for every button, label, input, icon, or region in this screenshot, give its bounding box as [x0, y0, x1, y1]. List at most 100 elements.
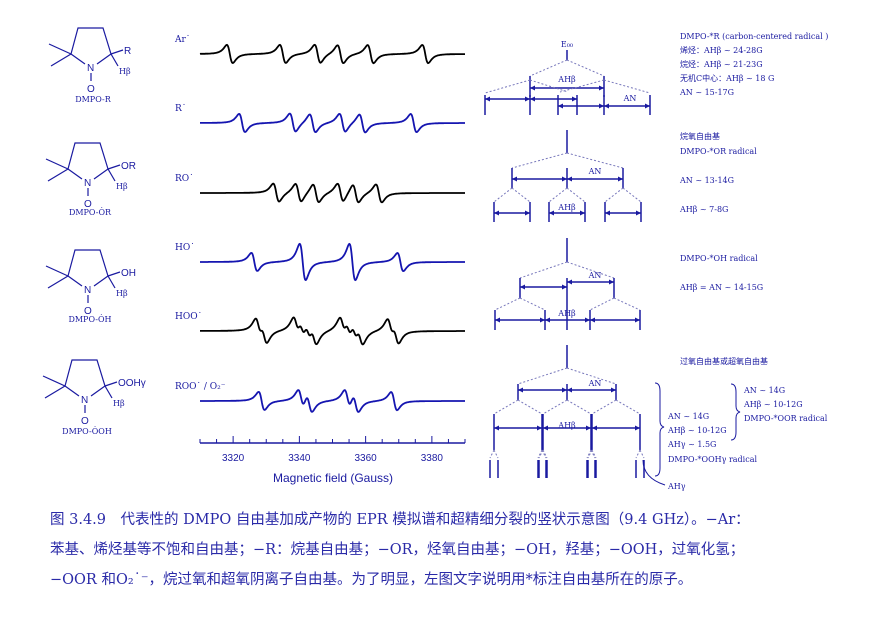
dashed-line [529, 59, 568, 77]
arrow-head [635, 317, 640, 323]
methyl-bond [50, 53, 72, 67]
arrow-head [530, 96, 535, 102]
arrow-head [567, 387, 572, 393]
arrow-head [518, 387, 523, 393]
dashed-line [519, 297, 546, 311]
dashed-line [538, 449, 544, 459]
brace [654, 382, 665, 477]
dashed-line [566, 261, 615, 279]
tree-label: AHβ [557, 421, 576, 430]
spectrum-label: R˙ [175, 104, 186, 114]
spectrum-label: ROO˙ / O₂⁻ [175, 382, 226, 392]
tree-label: AN [588, 271, 602, 280]
dashed-line [591, 399, 617, 415]
dashed-line [604, 187, 624, 203]
dashed-line [566, 187, 586, 203]
dashed-line [589, 297, 615, 311]
arrow-head [605, 210, 610, 216]
caption-line: −OOR 和O₂˙⁻，烷过氧和超氧阴离子自由基。为了明显，左图文字说明用*标注自… [50, 572, 693, 588]
arrow-head [545, 317, 550, 323]
tree-label: AN [623, 94, 637, 103]
arrow-head [636, 210, 641, 216]
arrow-head [599, 85, 604, 91]
structure-label: O [87, 84, 95, 95]
arrow-head [562, 387, 567, 393]
arrow-head [494, 210, 499, 216]
structure-label: OR [121, 161, 136, 172]
substituent-bond [107, 164, 121, 170]
arrow-head [599, 103, 604, 109]
arrow-head [537, 425, 542, 431]
dashed-line [613, 297, 641, 311]
h-bond [110, 53, 119, 67]
dashed-line [548, 187, 568, 203]
dashed-line [489, 449, 495, 459]
arrow-head [592, 425, 597, 431]
methyl-bond [47, 275, 69, 289]
arrow-head [549, 210, 554, 216]
tick-label: 3380 [421, 453, 444, 464]
svg-text:DMPO-*OOHγ radical: DMPO-*OOHγ radical [668, 455, 757, 464]
arrow-head [485, 96, 490, 102]
dashed-line [511, 152, 568, 169]
h-bond [104, 385, 113, 399]
dashed-line [603, 79, 651, 94]
dashed-line [639, 449, 645, 459]
arrow-head [585, 317, 590, 323]
svg-text:AHγ: AHγ [667, 482, 686, 491]
structure-label: O [84, 199, 92, 210]
arrow-head [525, 210, 530, 216]
spectrum-label: HOO˙ [175, 312, 202, 322]
pyrrolidine-ring [67, 142, 109, 180]
structure-label: O [81, 416, 89, 427]
arrow-head [572, 96, 577, 102]
svg-text:DMPO-*OH radical: DMPO-*OH radical [680, 254, 758, 263]
svg-text:AN ~ 14G: AN ~ 14G [667, 412, 709, 421]
structure-name: DMPO-R [75, 95, 112, 104]
x-axis-label: Magnetic field (Gauss) [273, 471, 393, 485]
dmpo-structures: NORHβDMPO-RNOORHβDMPO-ȮRNOOHHβDMPO-ȮHNOO… [42, 27, 146, 436]
annotation-r: DMPO-*R (carbon-centered radical ) 烯烃：AH… [679, 32, 828, 97]
arrow-head [512, 176, 517, 182]
caption-line: 苯基、烯烃基等不饱和自由基；−R：烷基自由基；−OR，烃氧自由基；−OH，羟基；… [50, 542, 745, 558]
arrow-head [590, 317, 595, 323]
methyl-bond [47, 168, 69, 182]
structure-label: N [87, 63, 94, 74]
svg-text:AHβ ~ 10-12G: AHβ ~ 10-12G [667, 426, 727, 435]
dashed-line [484, 79, 531, 94]
arrow-head [609, 279, 614, 285]
dashed-line [635, 449, 641, 459]
spectrum-2 [200, 182, 465, 204]
dashed-line [622, 187, 642, 203]
svg-text:AN ~ 14G: AN ~ 14G [743, 386, 785, 395]
methyl-bond [42, 375, 66, 387]
h-bond [107, 168, 116, 182]
substituent-bond [104, 381, 118, 387]
h-bond [107, 275, 116, 289]
svg-text:烷烃：AHβ ~ 21-23G: 烷烃：AHβ ~ 21-23G [680, 59, 763, 69]
arrow-head [525, 96, 530, 102]
figure-caption: 图 3.4.9 代表性的 DMPO 自由基加成产物的 EPR 模拟谱和超精细分裂… [50, 505, 850, 595]
arrow-head [558, 103, 563, 109]
arrow-head [562, 284, 567, 290]
structure-label: N [81, 395, 88, 406]
tree-label: AHβ [557, 309, 576, 318]
svg-text:AN ~ 15-17G: AN ~ 15-17G [679, 88, 734, 97]
dashed-line [517, 399, 543, 415]
svg-text:过氧自由基或超氧自由基: 过氧自由基或超氧自由基 [680, 356, 768, 366]
arrow-head [618, 176, 623, 182]
dashed-line [566, 59, 605, 77]
structure-label: Hβ [119, 67, 131, 76]
dashed-line [615, 399, 641, 415]
svg-text:烯烃：AHβ ~ 24-28G: 烯烃：AHβ ~ 24-28G [680, 45, 763, 55]
structure-label: N [84, 178, 91, 189]
dashed-line [566, 367, 617, 385]
annotation-or: 烷氧自由基 DMPO-*OR radical AN ~ 13-14G AHβ ~… [679, 131, 757, 214]
arrow-head [580, 210, 585, 216]
tree-label: AN [588, 379, 602, 388]
pyrrolidine-ring [70, 27, 112, 65]
